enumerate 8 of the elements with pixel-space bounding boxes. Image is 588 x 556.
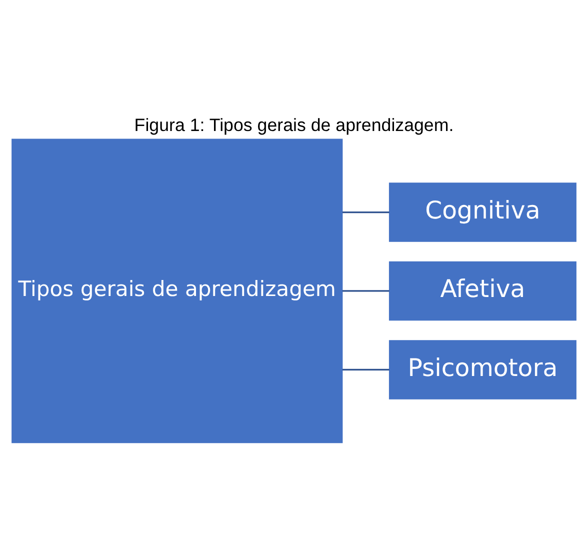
node-box: Tipos gerais de aprendizagem: [12, 138, 343, 444]
connector: [342, 368, 390, 371]
connector: [342, 211, 390, 214]
diagram-title: Figura 1: Tipos gerais de aprendizagem.: [134, 114, 454, 135]
node-box: Cognitiva: [388, 182, 576, 242]
node-box: Psicomotora: [388, 340, 576, 400]
node-box: Afetiva: [388, 261, 576, 321]
connector: [342, 290, 390, 292]
